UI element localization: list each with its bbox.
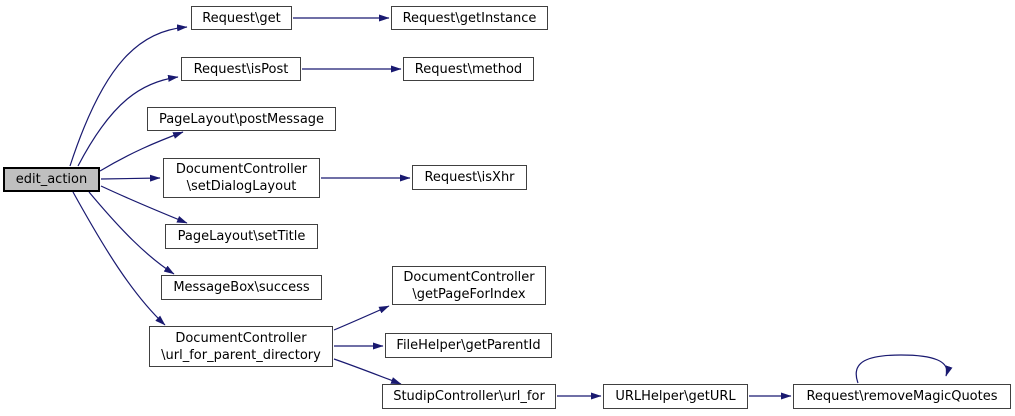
graph-node-documentcontroller_setdialoglayout[interactable]: DocumentController \setDialogLayout bbox=[163, 158, 320, 198]
graph-node-request_getinstance[interactable]: Request\getInstance bbox=[391, 6, 548, 30]
graph-node-request_get[interactable]: Request\get bbox=[191, 6, 292, 30]
edge-edit_action-to-request_ispost bbox=[77, 74, 179, 167]
graph-node-pagelayout_settitle[interactable]: PageLayout\setTitle bbox=[165, 224, 318, 249]
edge-edit_action-to-documentcontroller_setdialoglayout bbox=[100, 174, 161, 182]
edge-documentcontroller_url_for_parent_directory-to-studipcontroller_url_for bbox=[333, 358, 402, 385]
edge-edit_action-to-request_get bbox=[69, 24, 188, 167]
graph-node-request_method[interactable]: Request\method bbox=[403, 57, 534, 81]
graph-node-request_ispost[interactable]: Request\isPost bbox=[181, 57, 301, 81]
edge-documentcontroller_url_for_parent_directory-to-documentcontroller_getpageforindex bbox=[333, 305, 390, 331]
edge-edit_action-to-pagelayout_postmessage bbox=[99, 131, 184, 172]
graph-node-filehelper_getparentid[interactable]: FileHelper\getParentId bbox=[385, 333, 552, 358]
edge-edit_action-to-pagelayout_settitle bbox=[100, 185, 188, 224]
graph-node-documentcontroller_getpageforindex[interactable]: DocumentController \getPageForIndex bbox=[392, 266, 546, 305]
graph-node-messagebox_success[interactable]: MessageBox\success bbox=[161, 275, 322, 300]
graph-node-studipcontroller_url_for[interactable]: StudipController\url_for bbox=[382, 384, 556, 409]
edge-request_removemagicquotes-to-request_removemagicquotes bbox=[855, 354, 953, 384]
edge-edit_action-to-documentcontroller_url_for_parent_directory bbox=[72, 191, 166, 326]
graph-node-request_isxhr[interactable]: Request\isXhr bbox=[412, 165, 527, 190]
graph-node-documentcontroller_url_for_parent_directory[interactable]: DocumentController \url_for_parent_direc… bbox=[149, 326, 333, 367]
edge-group bbox=[69, 14, 953, 400]
graph-node-request_removemagicquotes[interactable]: Request\removeMagicQuotes bbox=[793, 384, 1011, 409]
edge-edit_action-to-messagebox_success bbox=[88, 191, 175, 275]
graph-node-pagelayout_postmessage[interactable]: PageLayout\postMessage bbox=[147, 107, 336, 131]
graph-node-edit_action: edit_action bbox=[3, 167, 100, 192]
graph-node-urlhelper_geturl[interactable]: URLHelper\getURL bbox=[603, 384, 748, 409]
